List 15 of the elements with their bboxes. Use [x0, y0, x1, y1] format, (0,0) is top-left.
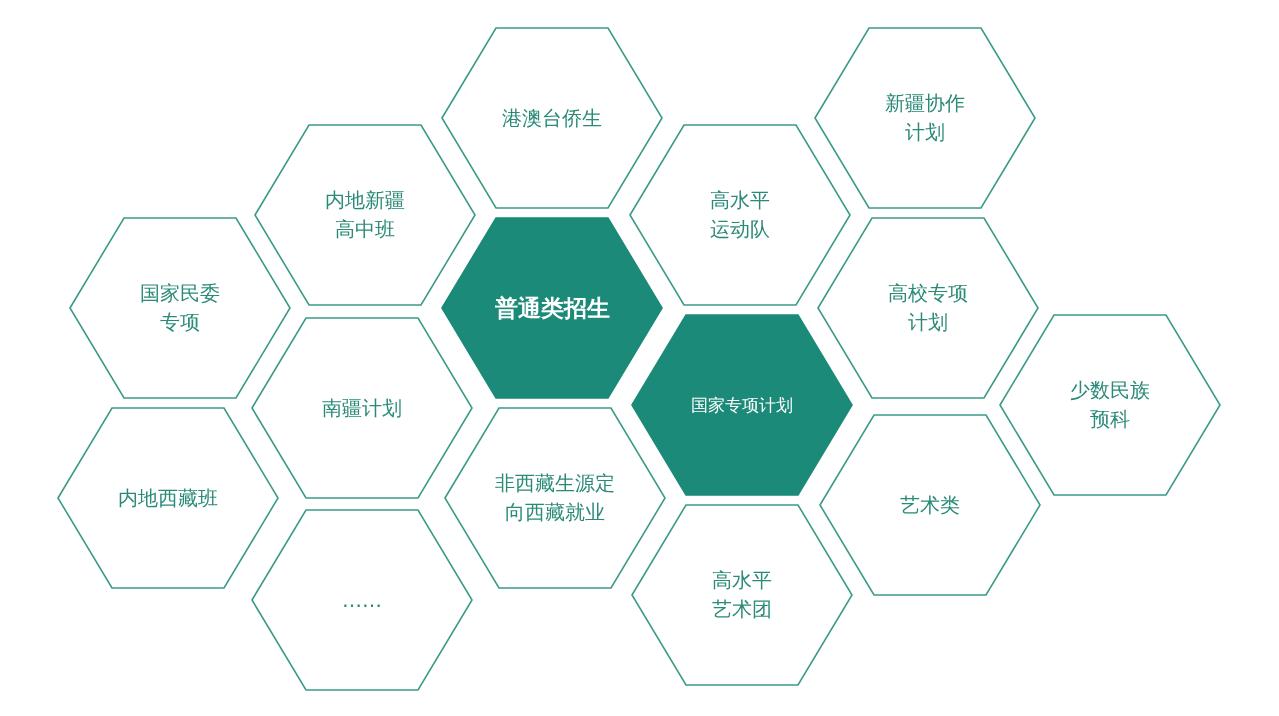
hexagon-label: 港澳台侨生 [502, 104, 602, 132]
hexagon-label: 国家专项计划 [691, 393, 793, 417]
hexagon-label: 南疆计划 [322, 394, 402, 422]
hexagon-label: 国家民委专项 [140, 280, 220, 336]
hexagon-label: 内地新疆高中班 [325, 187, 405, 243]
hexagon-label: 艺术类 [900, 491, 960, 519]
hexagon-label: 普通类招生 [494, 293, 610, 323]
hexagon-label: 新疆协作计划 [885, 90, 965, 146]
hexagon-label: …… [342, 586, 382, 614]
hexagon-label: 高水平运动队 [710, 187, 770, 243]
hexagon-label: 高校专项计划 [888, 280, 968, 336]
hexagon-label: 非西藏生源定向西藏就业 [495, 470, 615, 526]
hexagon-label: 少数民族预科 [1070, 377, 1150, 433]
hexagon-label: 高水平艺术团 [712, 567, 772, 623]
hexagon-label: 内地西藏班 [118, 484, 218, 512]
